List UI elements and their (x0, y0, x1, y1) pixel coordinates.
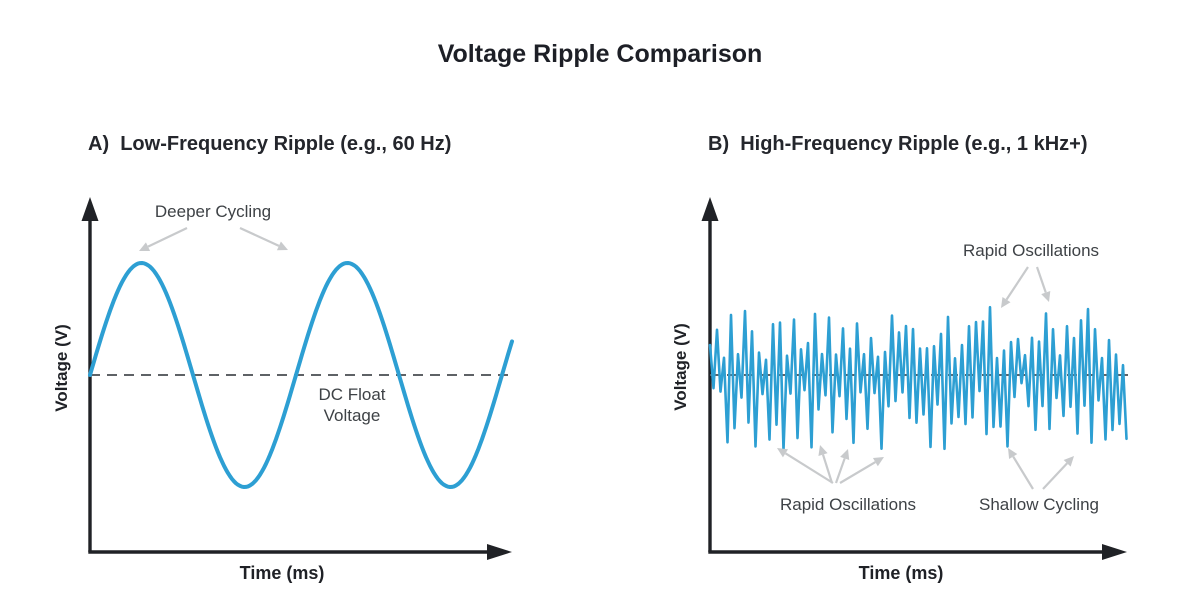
dc-float-voltage-label: DC Float Voltage (318, 385, 386, 426)
panel-a-axes (81, 197, 512, 560)
panel-b-ripple-wave (708, 305, 1128, 451)
rapid-oscillations-top-label: Rapid Oscillations (962, 241, 1100, 260)
panel-b-title: B) High-Frequency Ripple (e.g., 1 kHz+) (708, 133, 1088, 155)
deeper-cycling-label: Deeper Cycling (154, 202, 272, 221)
panel-b-axes (701, 197, 1127, 560)
shallow-cycling-label: Shallow Cycling (979, 495, 1099, 514)
panel-a-annotation-arrows (139, 227, 288, 252)
panel-a-y-axis-label: Voltage (V) (52, 324, 71, 412)
figure-title: Voltage Ripple Comparison (437, 40, 763, 68)
panel-b-y-axis-label: Voltage (V) (671, 323, 690, 411)
panel-a-x-axis-label: Time (ms) (239, 563, 325, 583)
panel-b-annotation-arrows (777, 266, 1074, 490)
rapid-oscillations-bottom-label: Rapid Oscillations (779, 495, 917, 514)
panel-b-x-axis-label: Time (ms) (858, 563, 944, 583)
panel-a-sine-wave (88, 261, 514, 489)
panel-a-title: A) Low-Frequency Ripple (e.g., 60 Hz) (88, 133, 452, 155)
